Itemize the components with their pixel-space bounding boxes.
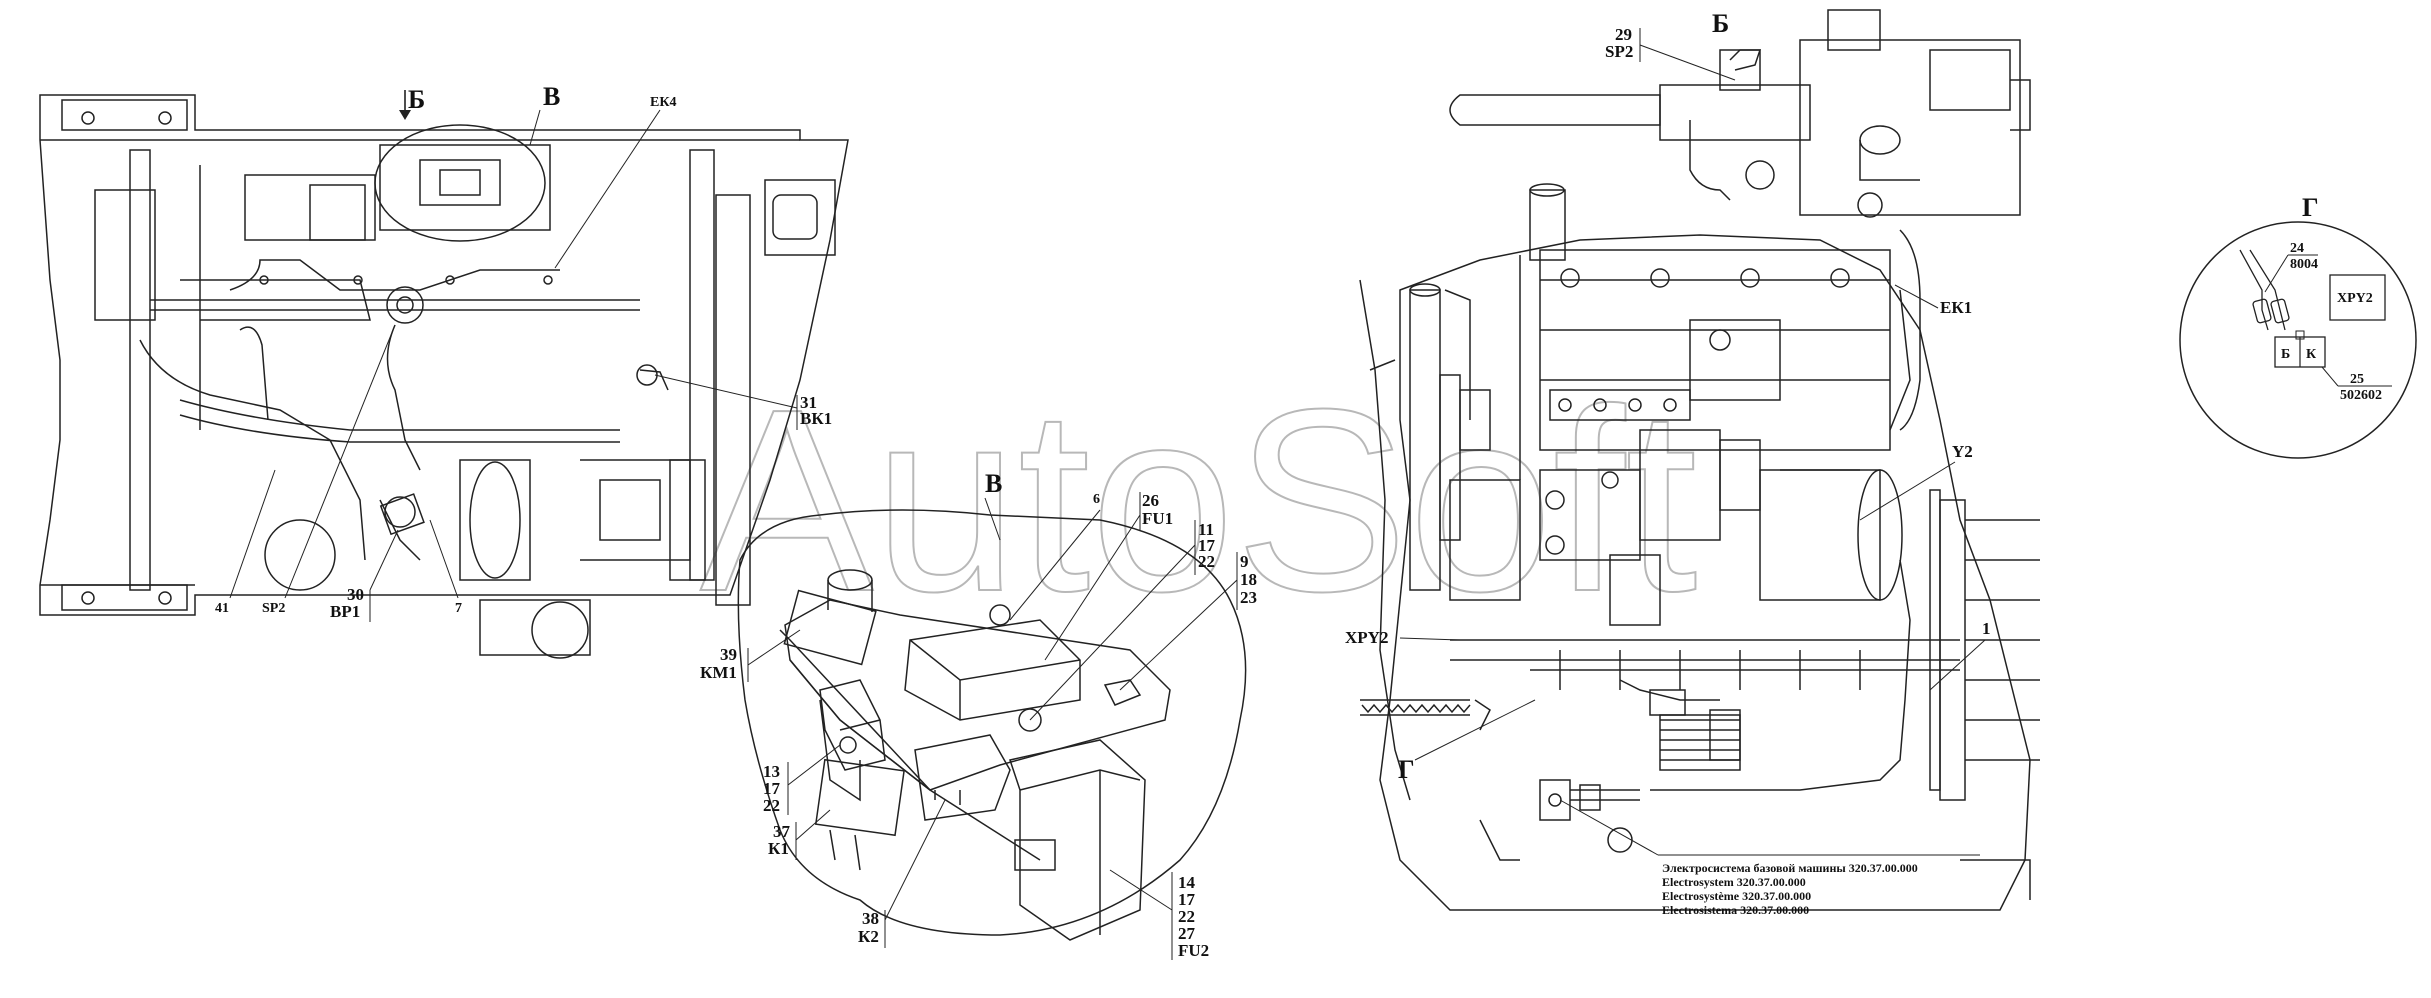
- part24-label: 8004: [2290, 257, 2318, 272]
- pin-b-label: Б: [2281, 347, 2290, 362]
- pos23-label: 23: [1240, 588, 1257, 607]
- engine-view: [1359, 9, 2040, 911]
- pos14-label: 14: [1178, 873, 1196, 892]
- sp2-left-label: SP2: [262, 601, 285, 616]
- xpy2-detail-label: ХРY2: [2337, 291, 2373, 306]
- pos41-label: 41: [215, 601, 229, 616]
- km1-label: КМ1: [700, 663, 737, 682]
- pos31-label: 31: [800, 393, 817, 412]
- xpy2-engine-label: ХРY2: [1345, 628, 1388, 647]
- watermark: AutoSoft: [700, 356, 1698, 646]
- pos1-label: 1: [1982, 619, 1991, 638]
- note-line-es: Electrosistema 320.37.00.000: [1662, 903, 1809, 917]
- pos17a-label: 17: [1198, 536, 1216, 555]
- detail-v-labels: В 6 26 FU1 11 17 22 9 18 23 39 КМ1 13 17…: [700, 469, 1257, 960]
- detail-g: Г 24 8004 ХРY2 Б К 25 502602: [2179, 193, 2417, 459]
- part25-label: 502602: [2340, 388, 2382, 403]
- pos17c-label: 17: [1178, 890, 1196, 909]
- bk1-label: ВК1: [800, 409, 832, 428]
- view-b-title: Б: [1712, 9, 1729, 38]
- arrow-b-label: Б: [408, 85, 425, 114]
- fu2-label: FU2: [1178, 941, 1209, 960]
- note-line-ru: Электросистема базовой машины 320.37.00.…: [1662, 861, 1918, 875]
- note-line-fr: Electrosystème 320.37.00.000: [1662, 889, 1811, 903]
- detail-v: [737, 509, 1247, 941]
- g-reference-label: Г: [1398, 755, 1415, 784]
- note-line-en: Electrosystem 320.37.00.000: [1662, 875, 1806, 889]
- pos24-label: 24: [2290, 241, 2304, 256]
- k2-label: К2: [858, 927, 879, 946]
- k1-label: К1: [768, 839, 789, 858]
- y2-label: Y2: [1952, 442, 1973, 461]
- engine-labels: Б 29 SP2 ЕК1 Y2 ХРY2 1 Г Электросистема …: [1345, 9, 1991, 917]
- left-labels: Б В ЕК4 31 ВК1 41 SP2 30 ВР1 7: [215, 82, 832, 622]
- pin-k-label: К: [2306, 347, 2317, 362]
- pos27-label: 27: [1178, 924, 1196, 943]
- ek1-label: ЕК1: [1940, 298, 1972, 317]
- pos29-label: 29: [1615, 25, 1632, 44]
- pos37-label: 37: [773, 822, 791, 841]
- detail-v-title: В: [985, 469, 1002, 498]
- pos6-label: 6: [1093, 492, 1100, 507]
- sp2-engine-label: SP2: [1605, 42, 1633, 61]
- pos7-label: 7: [455, 601, 462, 616]
- pos17b-label: 17: [763, 779, 781, 798]
- fu1-label: FU1: [1142, 509, 1173, 528]
- pos13-label: 13: [763, 762, 780, 781]
- pos30-label: 30: [347, 585, 364, 604]
- pos11-label: 11: [1198, 520, 1214, 539]
- pos26-label: 26: [1142, 491, 1159, 510]
- pos9-label: 9: [1240, 552, 1249, 571]
- pos22b-label: 22: [763, 796, 780, 815]
- detail-g-title: Г: [2302, 193, 2319, 222]
- left-frame-view: [39, 94, 849, 659]
- pos38-label: 38: [862, 909, 879, 928]
- pos22a-label: 22: [1198, 552, 1215, 571]
- bp1-label: ВР1: [330, 602, 360, 621]
- pos39-label: 39: [720, 645, 737, 664]
- pos25-label: 25: [2350, 372, 2364, 387]
- pos22c-label: 22: [1178, 907, 1195, 926]
- view-v-label: В: [543, 82, 560, 111]
- ek4-label: ЕК4: [650, 95, 677, 110]
- pos18-label: 18: [1240, 570, 1257, 589]
